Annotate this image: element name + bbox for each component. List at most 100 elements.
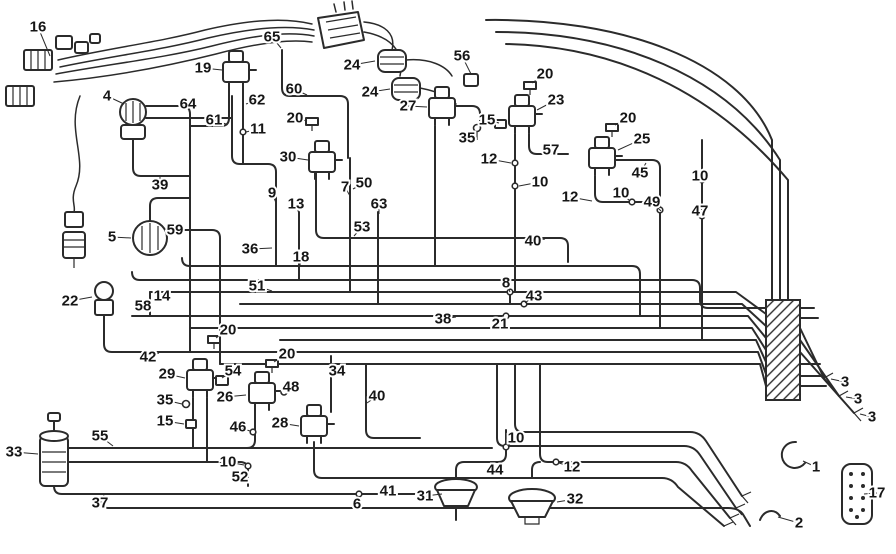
tube-clip-20 [523,81,537,96]
leader-line [699,210,707,217]
leader-line [505,282,511,293]
leader-line [407,105,428,108]
part-number-20: 20 [220,322,237,339]
valve-4 [119,98,147,140]
leader-line [271,36,282,49]
part-number-21: 21 [492,316,509,333]
leader-line [271,192,277,204]
part-number-20: 20 [287,110,304,127]
callout-layer: 1641965242456272023202562602061116430351… [4,17,888,534]
leader-line [353,226,363,237]
part-number-20: 20 [279,346,296,363]
leader-line [164,399,183,405]
leader-line [273,353,288,363]
canister-24a [377,49,453,77]
leader-line [227,461,245,466]
part-number-57: 57 [543,142,560,159]
leader-line [106,95,125,105]
part-number-35: 35 [157,392,174,409]
leader-line [166,373,186,379]
leader-line [777,516,800,524]
leader-line [156,291,163,297]
part-number-53: 53 [354,219,371,236]
canister-24b [391,77,457,105]
leader-line [699,175,707,181]
leader-line [620,192,631,202]
clip-2 [759,510,781,521]
part-number-7: 7 [341,179,349,196]
part-number-10: 10 [220,454,237,471]
part-number-27: 27 [400,98,417,115]
part-number-9: 9 [268,185,276,202]
part-number-45: 45 [632,165,649,182]
part-number-40: 40 [525,233,542,250]
leader-line [351,60,376,66]
leader-line [830,378,846,383]
solenoid-valve-25 [588,136,623,176]
leader-line [651,201,662,212]
part-number-52: 52 [232,469,249,486]
leader-line [256,285,273,292]
part-number-58: 58 [135,298,152,315]
leader-line [293,88,308,96]
part-number-40: 40 [369,388,386,405]
leader-line [239,472,248,478]
part-number-36: 36 [242,241,259,258]
leader-line [331,370,338,377]
leader-line [369,88,391,93]
solenoid-valve-30 [308,140,343,180]
part-number-62: 62 [249,92,266,109]
leader-line [37,26,51,57]
hose-end-clip-3 [823,372,864,422]
part-number-13: 13 [288,196,305,213]
tube-clip-20 [265,359,279,374]
leader-line [69,296,93,302]
leader-line [488,158,512,164]
part-number-20: 20 [620,110,637,127]
wire-harness [5,19,315,268]
leader-line [295,203,300,215]
fitting-35 [181,399,191,409]
leader-line [524,295,535,304]
part-number-5: 5 [108,229,116,246]
part-number-46: 46 [230,419,247,436]
clip-brackets [181,73,619,429]
part-number-11: 11 [250,121,266,138]
diaphragm-valve-32 [508,488,556,525]
leader-line [863,492,878,495]
part-number-60: 60 [286,81,303,98]
part-number-30: 30 [280,149,297,166]
leader-line [558,462,573,468]
leader-line [99,494,105,504]
tube-clip-20 [207,335,221,350]
part-number-39: 39 [152,177,169,194]
leader-line [99,435,114,447]
bracket-54 [215,375,229,386]
part-number-3: 3 [841,374,849,391]
part-number-50: 50 [356,175,373,192]
part-number-41: 41 [380,483,397,500]
part-number-23: 23 [548,92,565,109]
part-number-17: 17 [869,485,886,502]
leader-line [499,316,507,325]
part-number-49: 49 [644,194,661,211]
part-number-19: 19 [195,60,212,77]
leader-line [494,462,504,471]
part-number-54: 54 [225,363,242,380]
leader-line [299,256,302,266]
leader-line [202,67,223,71]
leader-line [507,437,517,447]
part-number-29: 29 [159,366,176,383]
part-number-42: 42 [140,349,157,366]
part-number-37: 37 [92,495,109,512]
leader-line [287,156,309,161]
leader-line [237,426,251,432]
part-number-47: 47 [692,203,709,220]
part-number-6: 6 [353,496,361,513]
part-number-15: 15 [479,112,496,129]
fitting-15 [185,419,197,429]
leader-line [541,149,552,155]
bracket-56 [463,73,479,87]
part-number-31: 31 [417,488,434,505]
